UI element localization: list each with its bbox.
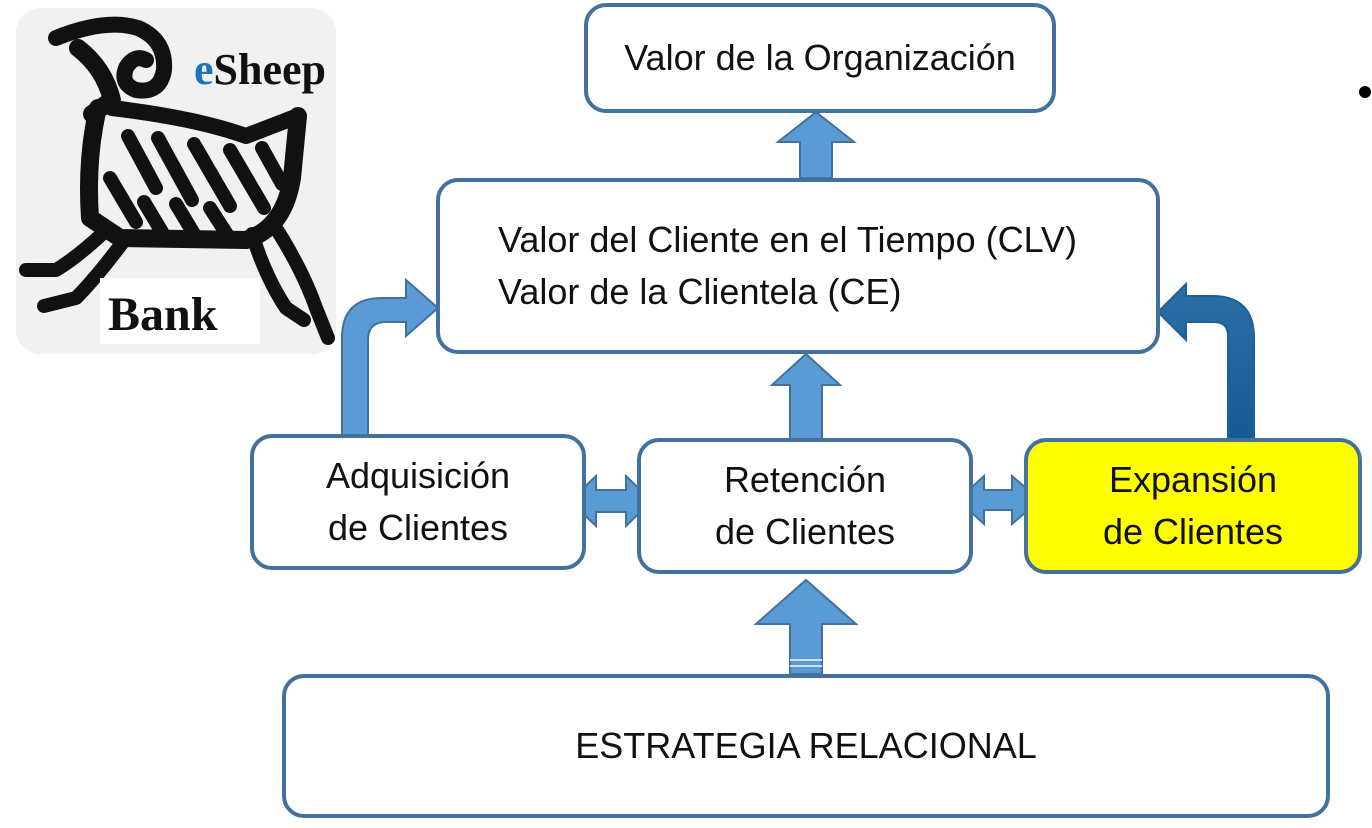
box-expansion-line-1: Expansión: [1108, 459, 1278, 500]
box-strategy: ESTRATEGIA RELACIONAL: [282, 674, 1330, 818]
arrow-up-from-retention: [769, 352, 843, 441]
box-retention-line-2: de Clientes: [714, 511, 896, 552]
arrow-bent-from-expansion: [1156, 281, 1255, 441]
box-customer-value-line-1: Valor del Cliente en el Tiempo (CLV): [498, 219, 1077, 260]
bullet-dot: [1359, 86, 1371, 98]
box-acquisition: Adquisición de Clientes: [250, 434, 586, 570]
arrow-up-to-organization: [775, 110, 857, 179]
esheep-bank-logo: eSheep Bank: [16, 8, 336, 354]
box-customer-value: Valor del Cliente en el Tiempo (CLV) Val…: [436, 178, 1160, 354]
goat-icon: [19, 16, 335, 345]
logo-brand-sheep: Sheep: [214, 45, 326, 94]
box-acquisition-line-2: de Clientes: [327, 507, 509, 548]
box-strategy-line-1: ESTRATEGIA RELACIONAL: [575, 725, 1037, 766]
box-organization-value-line-1: Valor de la Organización: [624, 37, 1016, 78]
box-acquisition-line-1: Adquisición: [325, 455, 511, 496]
box-customer-value-line-2: Valor de la Clientela (CE): [498, 271, 902, 312]
logo-brand-e: e: [194, 45, 214, 94]
box-organization-value: Valor de la Organización: [584, 3, 1056, 113]
logo-brand-text: eSheep: [194, 45, 326, 94]
arrow-bent-from-acquisition: [341, 277, 440, 437]
logo-brand-bank: Bank: [108, 288, 218, 341]
box-expansion-line-2: de Clientes: [1102, 511, 1284, 552]
box-retention-line-1: Retención: [723, 459, 887, 500]
box-retention: Retención de Clientes: [637, 438, 973, 574]
box-expansion: Expansión de Clientes: [1024, 438, 1362, 574]
logo-bank-plate: [100, 278, 260, 344]
